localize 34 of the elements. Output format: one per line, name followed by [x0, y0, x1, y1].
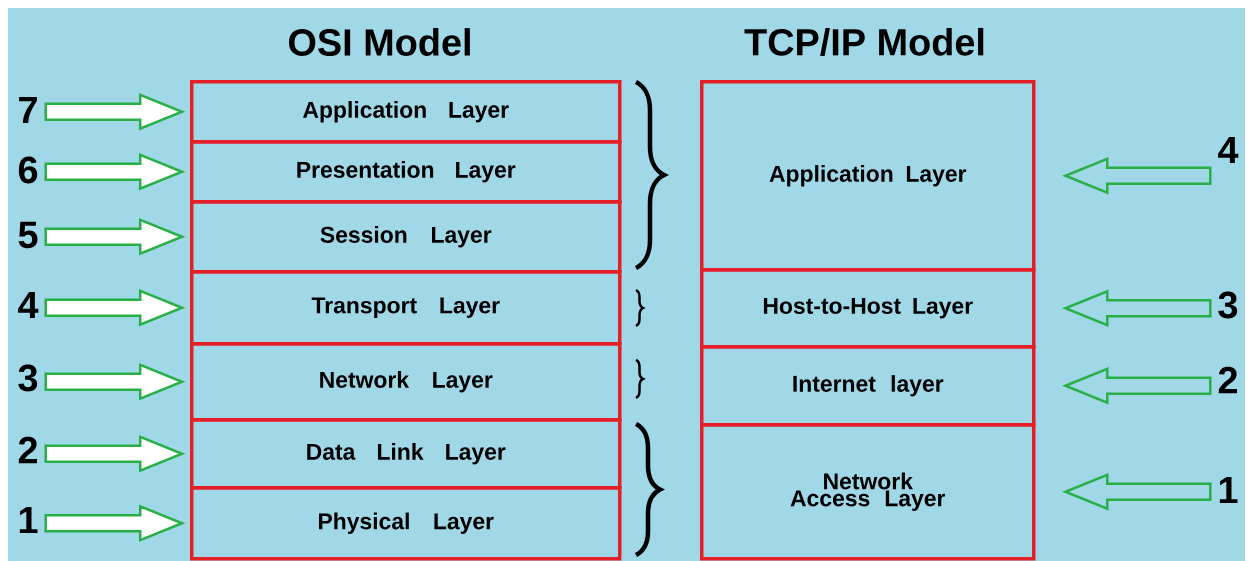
block-arrow — [44, 92, 186, 131]
model-title: OSI Model — [289, 28, 470, 56]
layer-number: 7 — [19, 96, 37, 123]
layer-box: Physical Layer — [190, 486, 622, 561]
layer-number: 3 — [18, 364, 38, 392]
block-arrow — [44, 504, 186, 543]
layer-box: Internet layer — [700, 345, 1036, 427]
layer-box: Application Layer — [700, 80, 1036, 272]
block-arrow — [44, 217, 186, 256]
layer-number: 4 — [18, 291, 39, 318]
block-arrow — [44, 288, 186, 327]
layer-number: 6 — [18, 156, 38, 184]
layer-box: Network Layer — [190, 342, 622, 422]
block-arrow — [44, 152, 186, 191]
layer-number: 1 — [1219, 476, 1238, 503]
block-arrow — [1062, 289, 1212, 328]
layer-box: Application Layer — [190, 80, 622, 144]
block-arrow — [1062, 472, 1212, 511]
layer-number: 2 — [1218, 366, 1237, 394]
layer-number: 3 — [1218, 291, 1238, 319]
layer-number: 5 — [18, 221, 38, 249]
block-arrow — [1062, 156, 1212, 195]
block-arrow — [44, 362, 186, 401]
layer-number: 2 — [18, 436, 38, 464]
layer-number: 1 — [19, 506, 38, 533]
layer-box: Host-to-Host Layer — [700, 268, 1036, 349]
layer-box: Network Access Layer — [700, 423, 1036, 561]
block-arrow — [1062, 366, 1212, 405]
layer-box: Presentation Layer — [190, 140, 622, 204]
layer-box: Session Layer — [190, 200, 622, 274]
layer-box: Data Link Layer — [190, 418, 622, 490]
layer-number: 4 — [1218, 136, 1239, 163]
layer-box: Transport Layer — [190, 270, 622, 346]
block-arrow — [44, 434, 186, 473]
